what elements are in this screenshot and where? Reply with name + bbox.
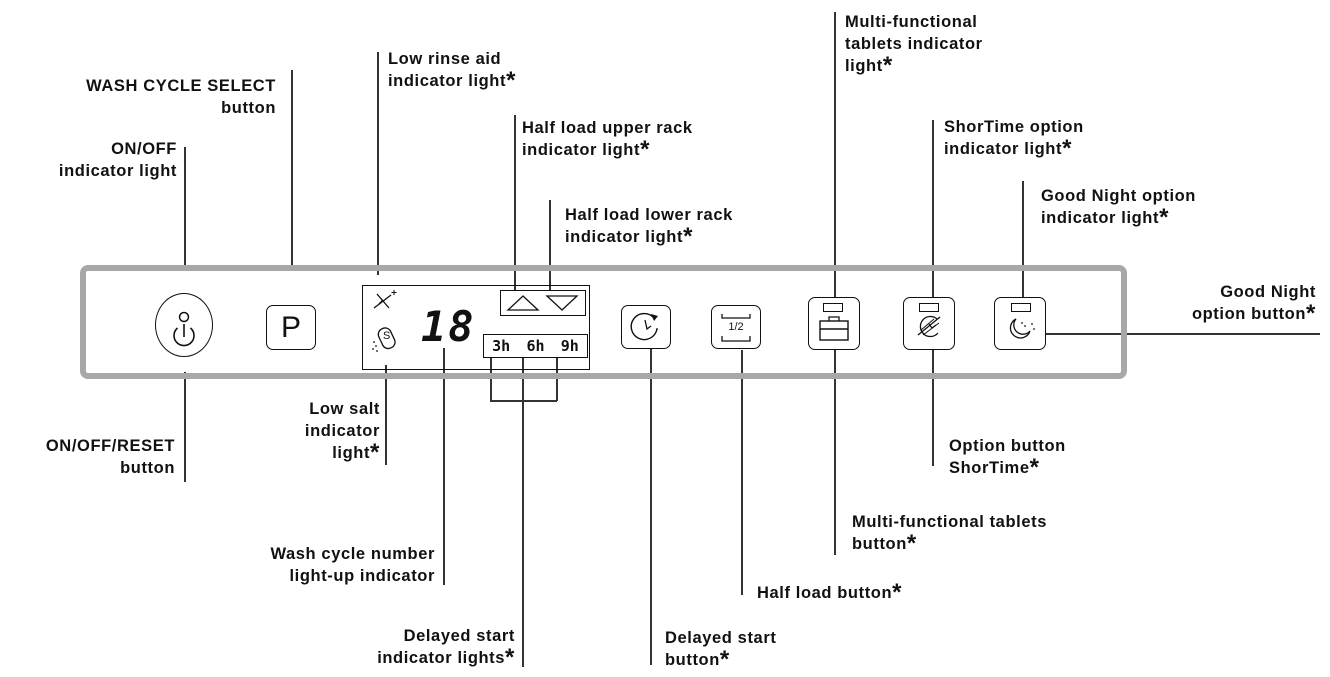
leader-low-salt (385, 365, 387, 465)
leader-multi-tablets-button (834, 350, 836, 555)
leader-shortime-indicator (932, 120, 934, 302)
multi-tablets-button-label: Multi-functional tablets button* (852, 513, 1047, 557)
delayed-start-indicators-label: Delayed start indicator lights* (377, 627, 515, 671)
good-night-indicator-light (1011, 303, 1031, 312)
leader-half-load-upper (514, 115, 516, 290)
good-night-button-label: Good Night option button* (1191, 283, 1316, 327)
half-load-glyph: 1/2 (728, 321, 744, 333)
leader-option-shortime (932, 350, 934, 466)
leader-half-load-button (741, 350, 743, 595)
delay-3h: 3h (492, 337, 511, 355)
on-off-reset-label: ON/OFF/RESET button (45, 437, 175, 477)
half-load-button[interactable]: 1/2 (711, 305, 761, 349)
moon-icon (1009, 317, 1035, 339)
leader-delayed-start-indicators (522, 357, 524, 667)
leader-delay-bracket-bottom (490, 400, 557, 402)
delay-hours-box: 3h 6h 9h (483, 334, 588, 358)
good-night-button[interactable] (994, 297, 1046, 350)
display-window: S 18 3h 6h 9h (362, 285, 590, 370)
multi-tablets-button[interactable] (808, 297, 860, 350)
leader-wash-cycle-number (443, 348, 445, 585)
control-panel (80, 265, 1127, 379)
leader-low-rinse-aid (377, 52, 379, 275)
upper-rack-triangle-icon (506, 295, 540, 311)
delay-9h: 9h (560, 337, 579, 355)
low-salt-label: Low salt indicator light* (304, 400, 380, 466)
rack-indicator-box (500, 290, 586, 316)
tablet-box-icon (818, 315, 849, 341)
shortime-indicator-label: ShorTime option indicator light* (944, 118, 1084, 162)
shortime-option-button[interactable] (903, 297, 955, 350)
wash-cycle-number-label: Wash cycle number light-up indicator (270, 545, 435, 585)
delay-clock-icon (630, 312, 658, 340)
half-load-upper-label: Half load upper rack indicator light* (522, 119, 693, 163)
delay-6h: 6h (526, 337, 545, 355)
leader-half-load-lower (549, 200, 551, 290)
shortime-indicator-light (919, 303, 939, 312)
leader-on-off-indicator (184, 147, 186, 270)
rinse-aid-icon (373, 290, 397, 309)
wash-cycle-select-button[interactable]: P (266, 305, 316, 350)
lower-rack-triangle-icon (545, 295, 579, 311)
multi-tablets-indicator-light (823, 303, 843, 312)
low-rinse-aid-label: Low rinse aid indicator light* (388, 50, 517, 94)
half-load-icon (720, 313, 751, 342)
delayed-start-button[interactable] (621, 305, 671, 349)
multi-tablets-indicator-label: Multi-functional tablets indicator light… (845, 13, 983, 79)
shortime-icon (917, 315, 940, 337)
leader-multi-tablets-indicator (834, 12, 836, 302)
half-load-button-label: Half load button* (757, 579, 903, 606)
leader-delay-bracket-right (556, 357, 558, 401)
program-button-glyph: P (280, 310, 301, 344)
salt-glyph: S (383, 330, 391, 342)
on-off-indicator-label: ON/OFF indicator light (58, 140, 177, 180)
leader-good-night-button (1040, 333, 1320, 335)
cycle-number-display: 18 (421, 302, 476, 351)
salt-icon (372, 327, 396, 352)
leader-wash-cycle-select (291, 70, 293, 270)
option-shortime-label: Option button ShorTime* (949, 437, 1066, 481)
leader-delay-bracket-left (490, 357, 492, 401)
on-off-reset-button[interactable] (155, 293, 213, 357)
half-load-lower-label: Half load lower rack indicator light* (565, 206, 733, 250)
leader-on-off-reset (184, 372, 186, 482)
wash-cycle-select-label: WASH CYCLE SELECT button (86, 77, 276, 117)
leader-good-night-indicator (1022, 181, 1024, 302)
delayed-start-button-label: Delayed start button* (665, 629, 777, 673)
power-icon (172, 311, 195, 346)
good-night-indicator-label: Good Night option indicator light* (1041, 187, 1196, 231)
leader-delayed-start-button (650, 345, 652, 665)
